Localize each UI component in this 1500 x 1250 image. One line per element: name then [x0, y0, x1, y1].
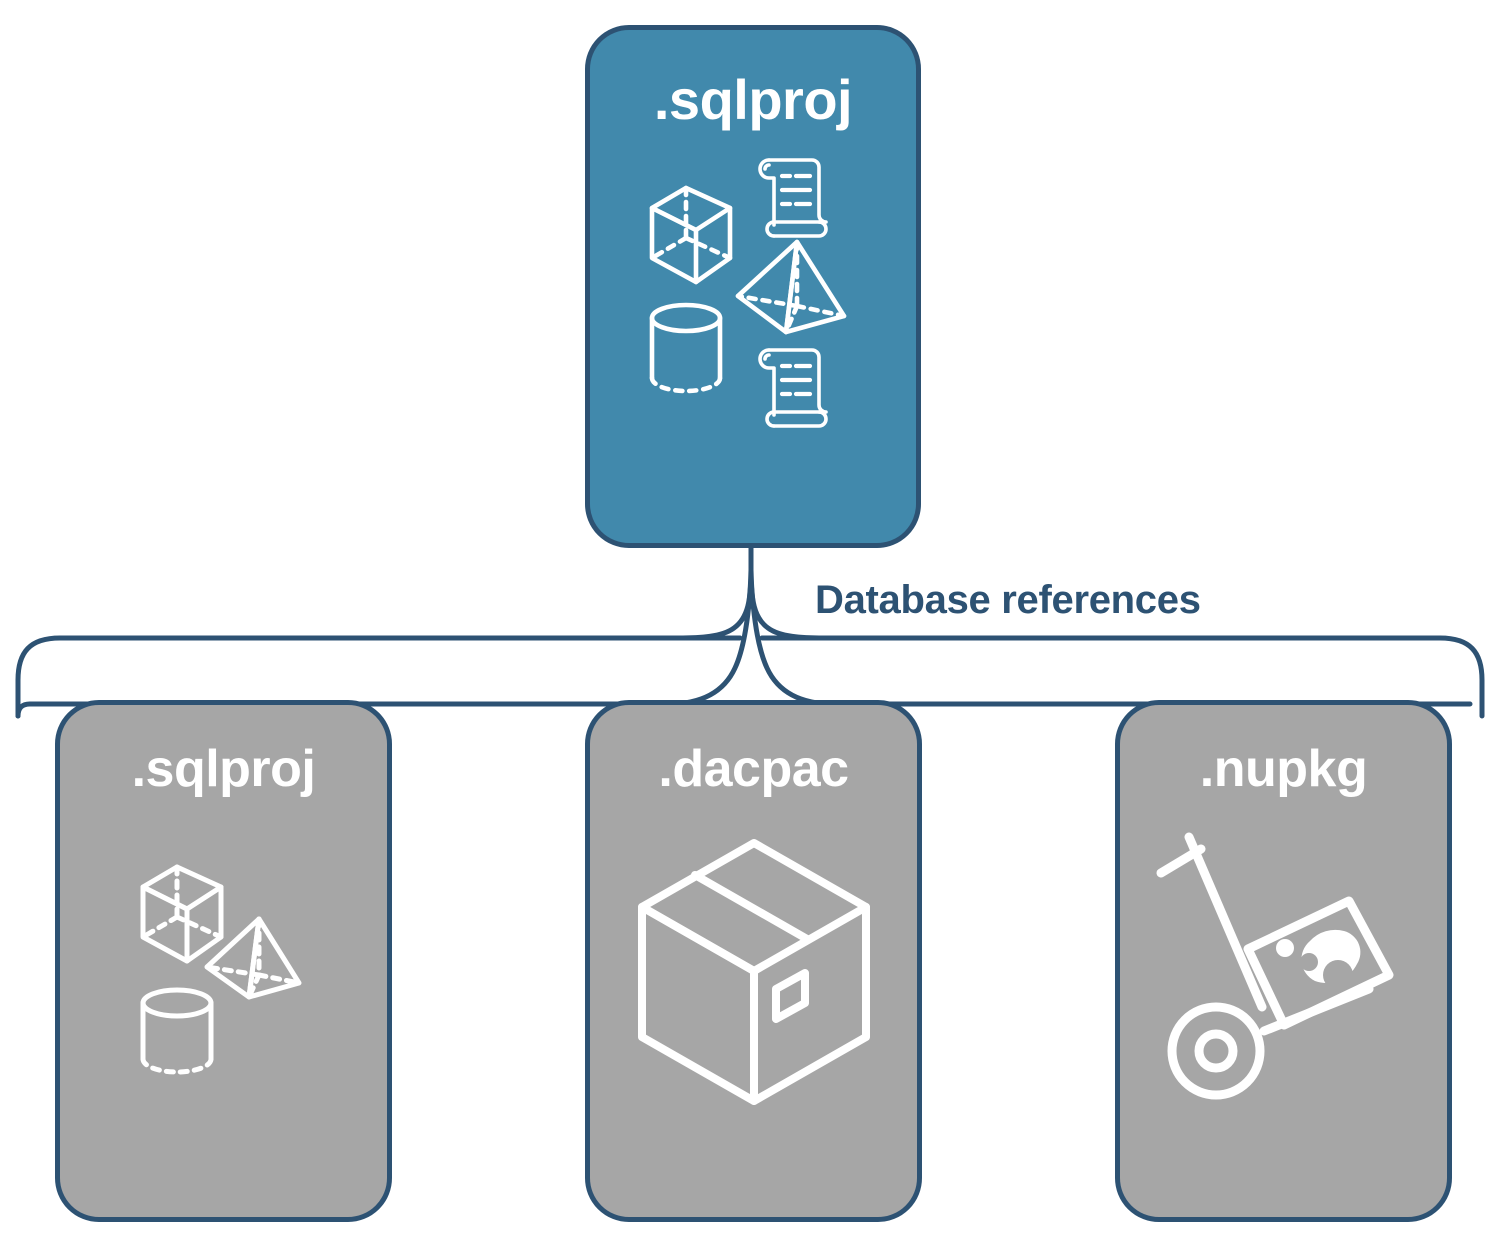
child-sqlproj-icon-group	[109, 851, 339, 1096]
node-child-nupkg[interactable]: .nupkg	[1115, 700, 1452, 1222]
node-child-nupkg-label: .nupkg	[1199, 740, 1368, 798]
child-nupkg-icon-group	[1144, 823, 1424, 1128]
cylinder-icon	[649, 302, 723, 394]
nuget-holes	[1299, 953, 1353, 990]
node-root-sqlproj[interactable]: .sqlproj	[585, 25, 921, 548]
cylinder-icon	[140, 987, 213, 1075]
node-child-dacpac-label: .dacpac	[658, 740, 849, 798]
cube-icon	[649, 185, 733, 285]
pyramid-icon	[735, 239, 847, 335]
child-dacpac-icon-group	[629, 829, 879, 1124]
nuget-package-icon	[1243, 896, 1393, 1030]
node-child-sqlproj[interactable]: .sqlproj	[55, 700, 392, 1222]
script-scroll-icon	[758, 158, 828, 238]
connector-label: Database references	[815, 578, 1201, 622]
cube-icon	[140, 864, 223, 964]
node-root-label: .sqlproj	[653, 68, 853, 131]
pyramid-icon	[204, 916, 301, 1000]
root-icon-group	[638, 146, 868, 441]
node-child-sqlproj-label: .sqlproj	[131, 740, 316, 798]
script-scroll-icon	[758, 348, 828, 428]
package-box-icon	[637, 839, 870, 1105]
node-child-dacpac[interactable]: .dacpac	[585, 700, 922, 1222]
